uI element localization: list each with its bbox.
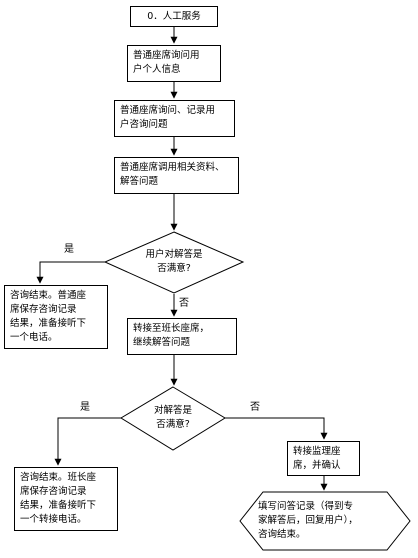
edge-d2-yes-to-n6 (54, 417, 121, 466)
end-hexagon (239, 491, 411, 551)
step-transfer-supervisor-text: 转接至班长座席， 继续解答问题 (133, 323, 210, 348)
step-answer-question: 普通座席调用相关资料、 解答问题 (114, 157, 239, 194)
decision-2-yes-label: 是 (80, 402, 90, 413)
decision-2-text: 对解答是 否满意? (153, 405, 192, 430)
step-supervisor-end: 咨询结束。班长座 席保存咨询记录 结果，准备接听下 一个转接电话。 (14, 467, 118, 531)
step-answer-question-text: 普通座席调用相关资料、 解答问题 (120, 162, 225, 187)
step-regular-end-text: 咨询结束。普通座 席保存咨询记录 结果，准备接听下 一个电话。 (10, 290, 87, 343)
step-collect-user-info-text: 普通座席询问用 户个人信息 (133, 50, 200, 75)
step-regular-end: 咨询结束。普通座 席保存咨询记录 结果，准备接听下 一个电话。 (4, 285, 108, 349)
step-transfer-monitor: 转接监理座 席，并确认 (287, 441, 360, 476)
decision-1-yes-label: 是 (64, 244, 74, 255)
decision-diamond-2 (120, 386, 226, 451)
step-transfer-supervisor: 转接至班长座席， 继续解答问题 (127, 318, 237, 355)
step-record-question-text: 普通座席询问、记录用 户咨询问题 (120, 105, 216, 130)
decision-2-no-label: 否 (250, 402, 260, 413)
decision-diamond-1 (103, 231, 245, 294)
decision-1-no-label: 否 (179, 298, 189, 309)
start-node: 0．人工服务 (130, 6, 218, 27)
edge-d1-yes-to-n4 (36, 261, 105, 284)
decision-1-text: 用户对解答是 否满意? (145, 249, 203, 274)
step-transfer-monitor-text: 转接监理座 席，并确认 (293, 446, 341, 471)
step-record-question: 普通座席询问、记录用 户咨询问题 (114, 100, 235, 137)
edge-d2-no-to-n7 (225, 417, 328, 440)
end-hexagon-text: 填写问答记录（得到专 家解答后，回复用户）， 咨询结束。 (258, 501, 358, 540)
start-node-text: 0．人工服务 (147, 11, 201, 22)
step-supervisor-end-text: 咨询结束。班长座 席保存咨询记录 结果，准备接听下 一个转接电话。 (20, 472, 97, 525)
step-collect-user-info: 普通座席询问用 户个人信息 (127, 45, 221, 82)
